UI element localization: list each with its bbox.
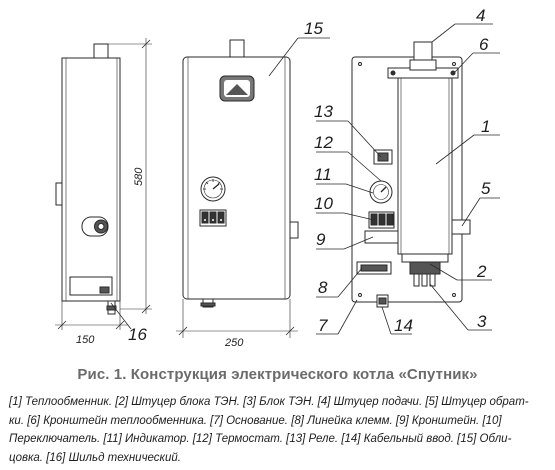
legend-line: цовка. [16] Шильд технический. bbox=[9, 451, 181, 464]
legend-line: Переключатель. [11] Индикатор. [12] Терм… bbox=[9, 433, 512, 446]
callout-14: 14 bbox=[394, 316, 413, 335]
legend-line: [1] Теплообменник. [2] Штуцер блока ТЭН.… bbox=[9, 396, 529, 408]
callout-12: 12 bbox=[314, 133, 333, 152]
logo-badge bbox=[219, 75, 255, 102]
figure-caption: Рис. 1. Конструкция электрического котла… bbox=[77, 366, 478, 383]
callout-13: 13 bbox=[314, 102, 333, 121]
front-view bbox=[176, 37, 330, 338]
dim-depth-label: 150 bbox=[76, 334, 95, 346]
dim-height-label: 580 bbox=[133, 167, 145, 186]
callout-1: 1 bbox=[481, 117, 490, 136]
callout-5: 5 bbox=[481, 179, 491, 198]
control-panel bbox=[199, 176, 227, 227]
callout-11: 11 bbox=[314, 165, 332, 184]
callout-6: 6 bbox=[479, 35, 489, 54]
legend-line: ки. [6] Кронштейн теплообменника. [7] Ос… bbox=[9, 414, 502, 427]
callout-2: 2 bbox=[476, 262, 487, 281]
callout-4: 4 bbox=[476, 6, 485, 25]
dim-width-label: 250 bbox=[224, 337, 244, 349]
callout-16: 16 bbox=[128, 325, 147, 344]
boiler-drawing: 580 150 250 15 4 6 1 5 2 3 13 12 11 10 9… bbox=[55, 6, 500, 349]
callout-3: 3 bbox=[477, 312, 487, 331]
callout-9: 9 bbox=[316, 230, 326, 249]
side-view bbox=[55, 38, 152, 330]
callout-7: 7 bbox=[318, 316, 328, 335]
callout-8: 8 bbox=[318, 278, 328, 297]
internal-view bbox=[316, 23, 500, 335]
callout-15: 15 bbox=[304, 19, 323, 38]
callout-10: 10 bbox=[314, 194, 333, 213]
figure-legend: [1] Теплообменник. [2] Штуцер блока ТЭН.… bbox=[9, 393, 549, 467]
